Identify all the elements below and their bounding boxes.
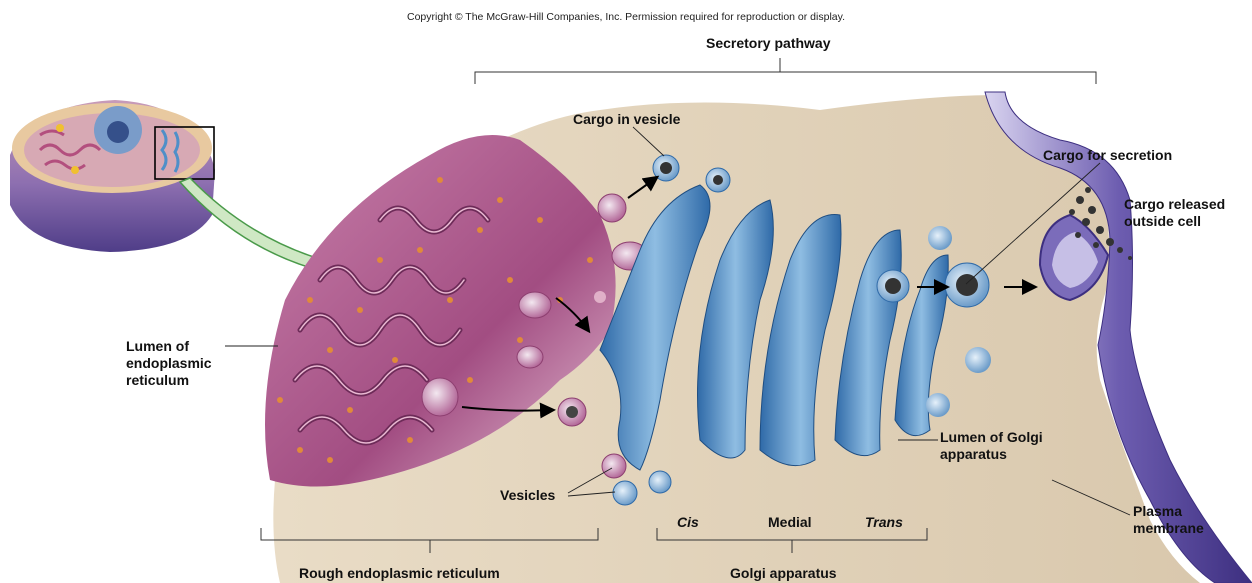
label-cargo-released: Cargo released outside cell [1124,196,1225,230]
label-lumen-er: Lumen of endoplasmic reticulum [126,338,212,389]
label-cargo-in-vesicle: Cargo in vesicle [573,111,680,128]
label-cis: Cis [677,514,699,531]
copyright-notice: Copyright © The McGraw-Hill Companies, I… [0,11,1252,23]
label-trans: Trans [865,514,903,531]
label-vesicles: Vesicles [500,487,555,504]
label-medial: Medial [768,514,812,531]
label-cargo-for-secretion: Cargo for secretion [1043,147,1172,164]
label-lumen-golgi: Lumen of Golgi apparatus [940,429,1043,463]
whole-cell-thumbnail [10,100,215,252]
label-rough-er: Rough endoplasmic reticulum [299,565,500,582]
label-golgi-apparatus: Golgi apparatus [730,565,837,582]
secretory-pathway-bracket [475,58,1096,84]
label-secretory-pathway: Secretory pathway [706,35,831,52]
label-plasma-membrane: Plasma membrane [1133,503,1204,537]
